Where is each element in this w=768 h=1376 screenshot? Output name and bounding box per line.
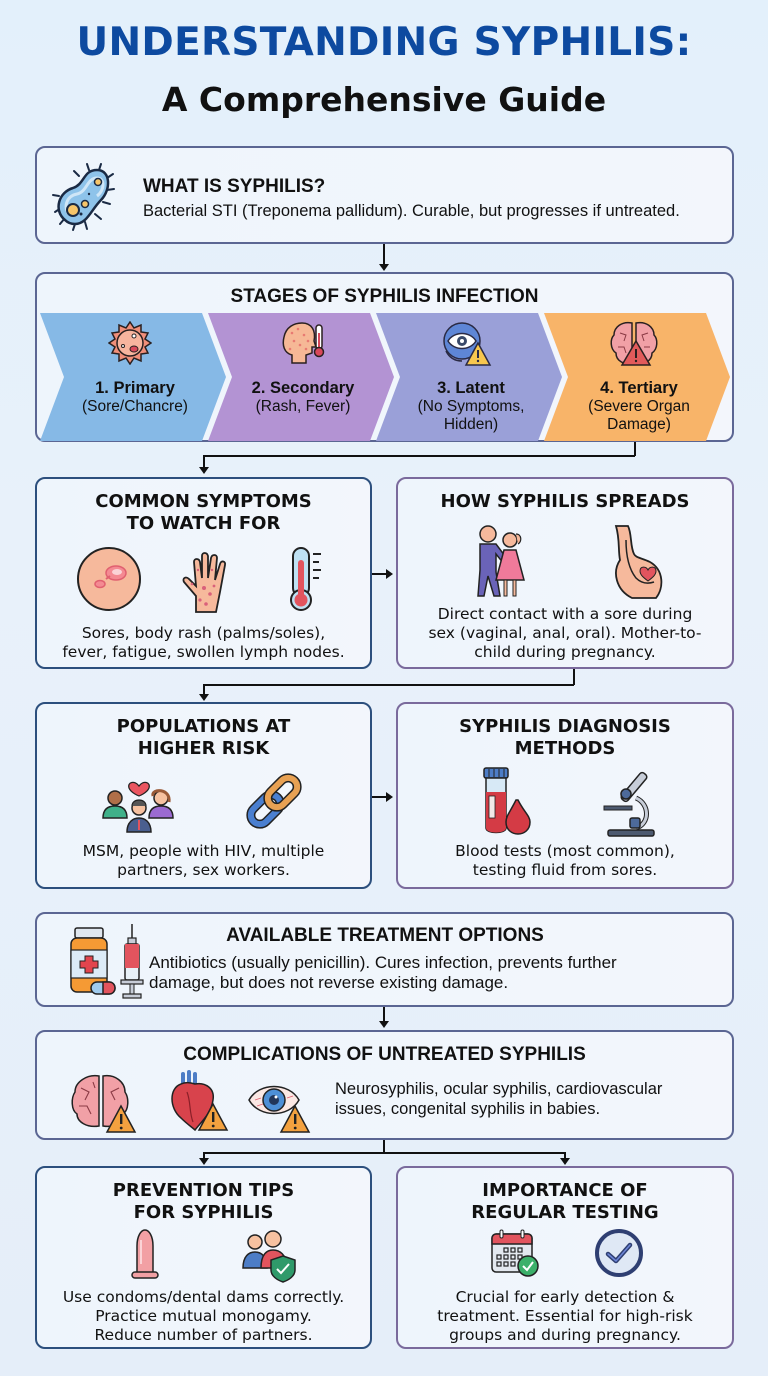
spread-title: HOW SYPHILIS SPREADS [440,491,690,512]
risk-body: MSM, people with HIV, multiple partners,… [82,842,325,879]
what-is-syphilis-card: WHAT IS SYPHILIS? Bacterial STI (Trepone… [35,146,734,244]
connector-arrow [386,569,393,579]
prevention-card: PREVENTION TIPS FOR SYPHILIS Use condoms… [35,1166,372,1349]
diagnosis-body: Blood tests (most common), testing fluid… [455,842,675,879]
hidden-eye-warning-icon [443,322,492,366]
testing-title: IMPORTANCE OF REGULAR TESTING [471,1180,659,1223]
check-circle-icon [595,1229,643,1277]
sore-skin-icon [77,547,141,611]
stages-title: STAGES OF SYPHILIS INFECTION [230,286,539,307]
couple-icon [477,525,525,597]
condom-icon [131,1229,159,1279]
connector-arrow [199,467,209,474]
connector-line [383,244,385,265]
complications-title: COMPLICATIONS OF UNTREATED SYPHILIS [183,1044,586,1065]
treatment-body: Antibiotics (usually penicillin). Cures … [149,953,617,992]
stage-description: (Sore/Chancre) [82,398,188,415]
stage-number: 3. Latent [437,379,505,397]
stage-description: (Rash, Fever) [255,398,351,415]
testing-body: Crucial for early detection & treatment.… [437,1288,693,1344]
stage-description: (Severe Organ [588,398,690,415]
connector-line [203,684,574,686]
stage-number: 2. Secondary [251,379,355,397]
connector-line [372,573,388,575]
brain-warning-icon [71,1074,137,1133]
connector-arrow [199,694,209,701]
connector-arrow [199,1158,209,1165]
testing-card: IMPORTANCE OF REGULAR TESTING Crucial fo… [396,1166,734,1349]
rash-hand-icon [182,552,227,613]
connector-line [573,669,575,685]
connector-arrow [379,264,389,271]
complications-body: Neurosyphilis, ocular syphilis, cardiova… [335,1080,663,1118]
symptoms-card: COMMON SYMPTOMS TO WATCH FOR Sores, body… [35,477,372,669]
stage-description: (No Symptoms, [417,398,525,415]
medicine-bottle-icon [70,927,116,995]
spread-body: Direct contact with a sore during sex (v… [428,605,702,661]
connector-line [383,1007,385,1023]
diagnosis-title: SYPHILIS DIAGNOSIS METHODS [459,716,671,759]
stage-description: Hidden) [443,416,499,433]
eye-warning-icon [248,1085,311,1133]
connector-line [564,1152,566,1160]
stage-secondary: 2. Secondary (Rash, Fever) [208,313,398,441]
connector-line [372,796,388,798]
stage-chevrons [40,313,730,441]
protected-couple-shield-icon [242,1230,296,1283]
stage-tertiary: 4. Tertiary (Severe Organ Damage) [544,313,734,441]
stage-description: Damage) [607,416,671,433]
connector-arrow [379,1021,389,1028]
prevention-title: PREVENTION TIPS FOR SYPHILIS [112,1180,295,1223]
rash-head-thermometer-icon [282,322,325,364]
pregnancy-icon [614,525,663,599]
connector-line [203,1152,565,1154]
what-is-title: WHAT IS SYPHILIS? [143,176,326,197]
group-people-heart-icon [102,781,174,833]
treatment-title: AVAILABLE TREATMENT OPTIONS [226,925,544,946]
connector-line [203,684,205,696]
connector-line [383,1140,385,1153]
stage-primary: 1. Primary (Sore/Chancre) [40,313,230,441]
diagnosis-card: SYPHILIS DIAGNOSIS METHODS Blood tests (… [396,702,734,889]
symptoms-title: COMMON SYMPTOMS TO WATCH FOR [95,491,312,534]
page-title: UNDERSTANDING SYPHILIS: [76,20,692,65]
prevention-body: Use condoms/dental dams correctly. Pract… [62,1288,345,1344]
treatment-card: AVAILABLE TREATMENT OPTIONS Antibiotics … [35,912,734,1007]
connector-arrow [386,792,393,802]
connector-arrow [560,1158,570,1165]
brain-warning-icon [610,321,658,366]
blood-test-tube-icon [483,767,531,835]
spread-card: HOW SYPHILIS SPREADS Direct contact with… [396,477,734,669]
syringe-icon [120,924,144,999]
chain-link-icon [246,773,302,829]
bacterium-icon [52,163,115,231]
calendar-check-icon [491,1229,539,1277]
risk-title: POPULATIONS AT HIGHER RISK [116,716,291,759]
connector-line [203,455,205,468]
sore-icon [108,321,152,365]
stage-number: 4. Tertiary [600,379,678,397]
symptoms-body: Sores, body rash (palms/soles), fever, f… [62,624,345,661]
connector-line [203,1152,205,1160]
connector-line [634,442,636,456]
what-is-body: Bacterial STI (Treponema pallidum). Cura… [143,202,680,220]
microscope-icon [603,771,655,837]
risk-card: POPULATIONS AT HIGHER RISK MSM, people w… [35,702,372,889]
stage-number: 1. Primary [95,379,175,397]
connector-line [203,455,635,457]
heart-warning-icon [171,1070,229,1132]
thermometer-icon [290,547,321,611]
page-subtitle: A Comprehensive Guide [161,80,607,119]
complications-card: COMPLICATIONS OF UNTREATED SYPHILIS Neur… [35,1030,734,1140]
stage-latent: 3. Latent (No Symptoms, Hidden) [376,313,566,441]
